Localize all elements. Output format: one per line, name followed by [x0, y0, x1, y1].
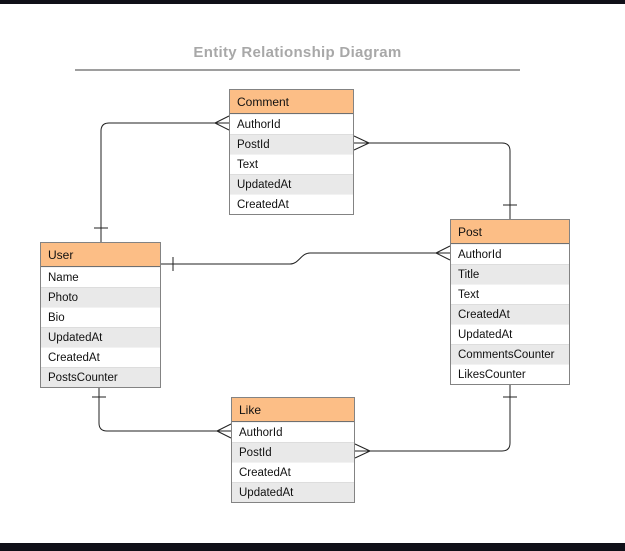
field-row: Bio	[41, 307, 160, 327]
connector-line	[370, 385, 511, 452]
field-row: LikesCounter	[451, 364, 569, 384]
bottom-edge-bar	[0, 543, 625, 551]
field-row: PostId	[232, 442, 354, 462]
entity-table-like[interactable]: Like AuthorId PostId CreatedAt UpdatedAt	[231, 397, 355, 503]
connector-user-comment[interactable]	[94, 115, 230, 242]
connector-like-post[interactable]	[354, 385, 517, 459]
entity-table-user[interactable]: User Name Photo Bio UpdatedAt CreatedAt …	[40, 242, 161, 388]
connector-line	[161, 252, 436, 265]
field-row: Text	[230, 154, 353, 174]
crow-foot-many-icon	[216, 423, 232, 439]
crow-foot-many-icon	[353, 135, 370, 151]
field-row: UpdatedAt	[230, 174, 353, 194]
crow-foot-many-icon	[435, 245, 451, 261]
field-row: CreatedAt	[41, 347, 160, 367]
crow-foot-many-icon	[354, 443, 371, 459]
crow-foot-many-icon	[214, 115, 230, 131]
title-underline	[75, 69, 520, 71]
field-row: CreatedAt	[451, 304, 569, 324]
diagram-title: Entity Relationship Diagram	[193, 44, 402, 61]
field-row: AuthorId	[451, 244, 569, 264]
field-row: UpdatedAt	[232, 482, 354, 502]
field-row: UpdatedAt	[451, 324, 569, 344]
field-row: PostsCounter	[41, 367, 160, 387]
table-header: Like	[232, 398, 354, 422]
table-header: User	[41, 243, 160, 267]
field-row: UpdatedAt	[41, 327, 160, 347]
connector-comment-post[interactable]	[353, 135, 517, 219]
field-row: AuthorId	[232, 422, 354, 442]
connector-user-post[interactable]	[161, 245, 451, 271]
connector-line	[98, 388, 217, 432]
field-row: Text	[451, 284, 569, 304]
entity-table-post[interactable]: Post AuthorId Title Text CreatedAt Updat…	[450, 219, 570, 385]
connector-user-like[interactable]	[92, 388, 232, 439]
field-row: AuthorId	[230, 114, 353, 134]
field-row: CommentsCounter	[451, 344, 569, 364]
field-row: Name	[41, 267, 160, 287]
field-row: Title	[451, 264, 569, 284]
table-header: Post	[451, 220, 569, 244]
table-header: Comment	[230, 90, 353, 114]
top-edge-bar	[0, 0, 625, 4]
entity-table-comment[interactable]: Comment AuthorId PostId Text UpdatedAt C…	[229, 89, 354, 215]
connector-line	[369, 142, 511, 219]
field-row: CreatedAt	[232, 462, 354, 482]
connector-line	[100, 122, 215, 242]
field-row: CreatedAt	[230, 194, 353, 214]
field-row: PostId	[230, 134, 353, 154]
field-row: Photo	[41, 287, 160, 307]
